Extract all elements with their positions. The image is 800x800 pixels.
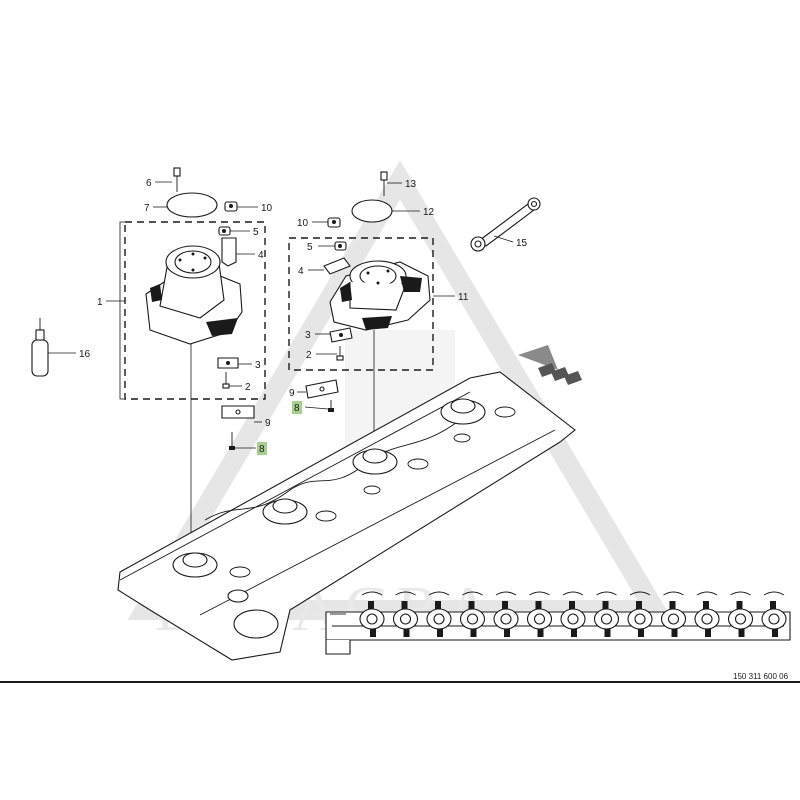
callout-2-right: 2 <box>306 350 312 361</box>
nut-5-left <box>218 226 231 236</box>
gear-housing-11 <box>329 260 431 331</box>
bolt-2-right <box>336 346 344 361</box>
top-view-disc <box>727 591 754 637</box>
callout-4-left: 4 <box>258 250 264 261</box>
callout-1: 1 <box>97 297 103 308</box>
top-view-disc <box>459 591 486 637</box>
callout-8-right-highlight <box>292 401 302 414</box>
disc <box>262 498 337 525</box>
top-view-disc <box>392 591 419 637</box>
top-view-disc <box>761 591 787 637</box>
nut-5-right <box>334 241 347 251</box>
bolt-6 <box>173 167 181 192</box>
nut-10-left <box>224 201 238 212</box>
top-view-discs <box>359 591 787 637</box>
disc <box>352 448 429 495</box>
callout-15: 15 <box>516 238 528 249</box>
top-view-disc <box>560 591 586 637</box>
callout-16: 16 <box>79 349 91 360</box>
callout-2-left: 2 <box>245 382 251 393</box>
leader-lines <box>48 181 514 449</box>
top-view-disc <box>627 591 653 637</box>
bolt-8-right <box>328 400 334 412</box>
callout-10-right: 10 <box>297 218 309 229</box>
cover-plate-7 <box>166 192 218 218</box>
cover-plate-12 <box>351 199 393 223</box>
disc <box>172 552 251 578</box>
callout-13: 13 <box>405 179 417 190</box>
gear-housing-1 <box>145 245 243 345</box>
bracket-4-left <box>221 237 237 267</box>
bracket-4-right <box>323 257 351 275</box>
top-view-disc <box>426 591 452 637</box>
drawing-number: 150 311 600 06 <box>733 672 789 681</box>
bolt-8-left <box>229 432 235 450</box>
callout-9-right: 9 <box>289 388 295 399</box>
callout-3-left: 3 <box>255 360 261 371</box>
assembly-1-group-box <box>124 221 266 400</box>
cutter-bar <box>117 371 576 661</box>
oil-tube-16 <box>31 318 49 377</box>
callout-3-right: 3 <box>305 330 311 341</box>
callout-5-left: 5 <box>253 227 259 238</box>
callout-9-left: 9 <box>265 418 271 429</box>
callout-6: 6 <box>146 178 152 189</box>
direction-arrow <box>518 345 582 385</box>
top-view-disc <box>660 591 687 637</box>
top-view-disc <box>526 591 553 637</box>
callout-labels: 1 2 2 3 3 4 4 5 5 6 7 8 8 9 9 10 10 11 1… <box>79 178 528 455</box>
plate-3-right <box>329 327 353 343</box>
callout-11: 11 <box>458 292 469 303</box>
callout-10-left: 10 <box>261 203 273 214</box>
callout-4-right: 4 <box>298 266 304 277</box>
top-view-disc <box>593 591 620 637</box>
bolt-2-left <box>222 372 230 389</box>
callout-8-right: 8 <box>294 403 300 414</box>
top-view-disc <box>694 591 720 637</box>
nut-10-right <box>327 217 341 228</box>
bolt-13 <box>380 171 388 196</box>
cutter-discs <box>172 398 516 578</box>
callout-12: 12 <box>423 207 435 218</box>
wrench-15 <box>470 197 541 252</box>
callout-8-left: 8 <box>259 444 265 455</box>
assembly-11-group-box <box>288 237 434 371</box>
callout-5-right: 5 <box>307 242 313 253</box>
top-view-disc <box>359 591 385 637</box>
disc <box>440 398 516 443</box>
top-view-disc <box>493 591 519 637</box>
callout-8-left-highlight <box>257 442 267 455</box>
plate-3-left <box>217 357 239 369</box>
callout-7: 7 <box>144 203 150 214</box>
